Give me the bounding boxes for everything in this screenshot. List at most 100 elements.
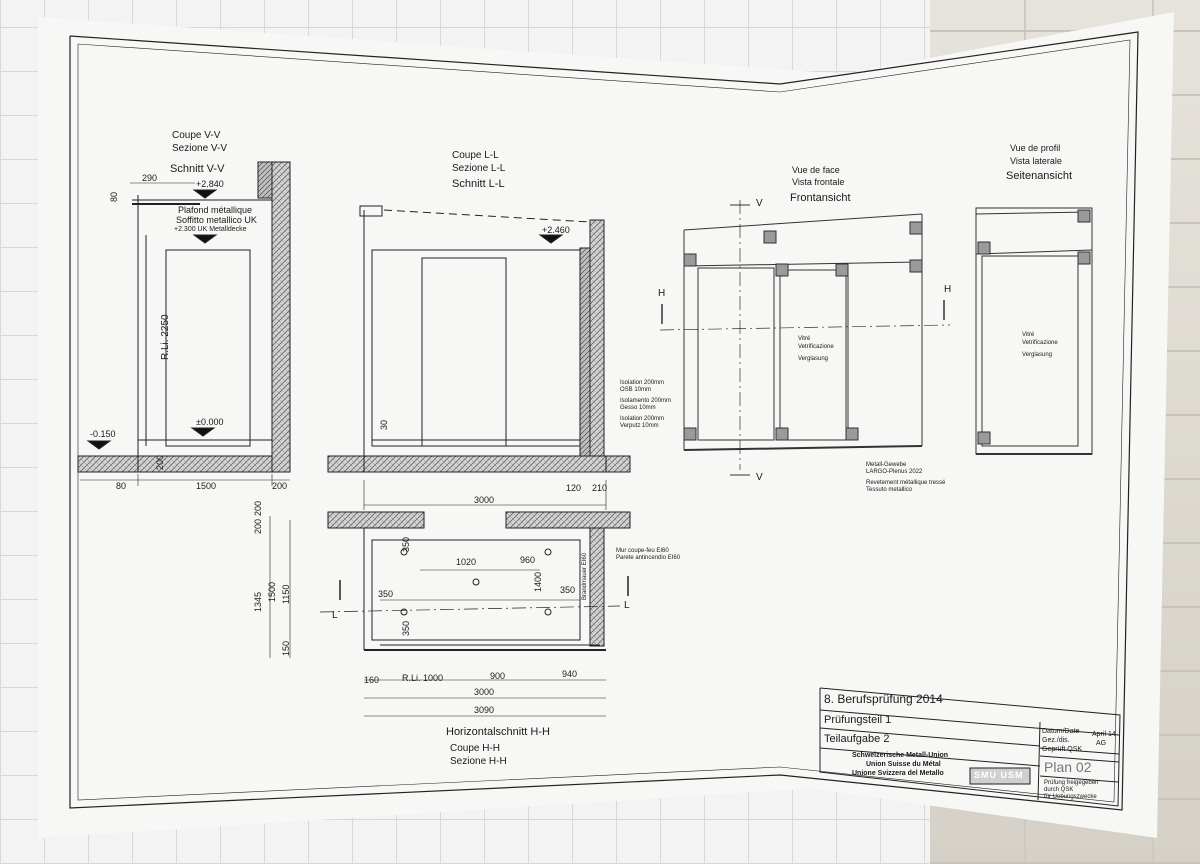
dim-hh-rli: R.Li. 1000 <box>402 673 444 683</box>
plan-number: Plan 02 <box>1044 759 1092 775</box>
org-name-de: Schweizerische Metall-Union <box>852 752 949 759</box>
insulation-it-2: Gesso 10mm <box>620 405 656 411</box>
dim-hh-900: 900 <box>490 671 506 681</box>
dim-ll-210: 210 <box>592 483 608 493</box>
dim-ll-120: 120 <box>566 483 582 493</box>
dim-hh-350-d: 350 <box>401 620 411 636</box>
dim-hh-940: 940 <box>562 669 578 679</box>
plan-hh-title-it: Sezione H-H <box>450 756 507 767</box>
section-ll-title-it: Sezione L-L <box>452 163 506 174</box>
mesh-label-de: Metall-Gewebe <box>866 462 907 468</box>
exam-title: 8. Berufsprüfung 2014 <box>824 692 943 706</box>
plan-hh-title-de: Horizontalschnitt H-H <box>446 726 550 738</box>
firewall-label-fr: Mur coupe-feu EI60 <box>616 548 669 554</box>
ceiling-label-de: +2.300 UK Metalldecke <box>174 226 247 233</box>
clear-height-label: R.Li. 2250 <box>160 314 171 360</box>
side-view-title-de: Seitenansicht <box>1006 170 1073 182</box>
release-line-1: Prüfung freigegeben <box>1044 780 1099 786</box>
dim-80-top: 80 <box>109 191 119 202</box>
sheet-border <box>69 31 1139 811</box>
front-view-title-it: Vista frontale <box>792 177 845 187</box>
dim-30: 30 <box>379 419 389 430</box>
dim-hh-3090: 3090 <box>474 705 495 715</box>
section-vv-drawing <box>77 161 291 486</box>
dim-hh-150: 150 <box>281 640 291 656</box>
release-line-3: für Uebungszwecke <box>1044 794 1097 800</box>
dim-200: 200 <box>272 481 288 491</box>
dim-hh-160: 160 <box>364 675 380 685</box>
side-view-title-fr: Vue de profil <box>1010 143 1061 153</box>
dim-hh-960: 960 <box>520 555 536 565</box>
front-view-title-de: Frontansicht <box>790 192 851 204</box>
ceiling-label-fr: Plafond métallique <box>178 205 253 215</box>
front-glass-fr: Vitré <box>798 336 811 342</box>
side-glass-de: Verglasung <box>1022 352 1053 358</box>
dim-hh-1500: 1500 <box>267 581 277 602</box>
side-view-drawing <box>975 207 1093 455</box>
drawn-by-value: AG <box>1096 740 1107 747</box>
insulation-de-2: Verputz 10mm <box>620 423 659 429</box>
dim-hh-1020: 1020 <box>456 557 477 567</box>
release-line-2: durch QSK <box>1044 787 1074 793</box>
section-vv-title-it: Sezione V-V <box>172 143 228 154</box>
insulation-fr-2: OSB 10mm <box>620 387 652 393</box>
section-marker-v-bottom: V <box>756 472 763 483</box>
firewall-label-vertical: Brandmauer EI60 <box>582 552 588 600</box>
drawing-sheet <box>38 12 1174 838</box>
title-block-frame <box>819 687 1121 807</box>
insulation-it: Isolamento 200mm <box>620 398 672 404</box>
org-name-it: Unione Svizzera del Metallo <box>852 770 944 777</box>
date-value: April 14 <box>1092 731 1116 738</box>
org-name-fr: Union Suisse du Métal <box>866 761 941 768</box>
insulation-fr: Isolation 200mm <box>620 380 665 386</box>
section-ll-title-fr: Coupe L-L <box>452 150 499 161</box>
mesh-label-fr: Revetement métallique tressé <box>866 480 946 486</box>
section-marker-v-top: V <box>756 198 763 209</box>
plan-hh-title-fr: Coupe H-H <box>450 743 501 754</box>
dim-hh-1345: 1345 <box>253 591 263 612</box>
dim-hh-200-a: 200 <box>253 518 263 534</box>
exam-part: Prüfungsteil 1 <box>824 714 892 726</box>
dim-hh-350-c: 350 <box>560 585 576 595</box>
checked-by: Geprüft QSK <box>1042 746 1083 753</box>
dim-hh-1400: 1400 <box>533 571 543 592</box>
dim-hh-3000: 3000 <box>474 687 495 697</box>
org-logo: SMU USM <box>974 770 1024 780</box>
dim-1500: 1500 <box>196 481 217 491</box>
exam-task: Teilaufgabe 2 <box>824 733 890 745</box>
dim-hh-1150: 1150 <box>281 584 291 604</box>
date-label: Datum/Date <box>1042 728 1080 735</box>
dim-200-vertical: 200 <box>155 454 165 470</box>
front-view-drawing <box>659 200 951 476</box>
firewall-label-it: Parete antincendio EI60 <box>616 555 681 561</box>
section-marker-h-right: H <box>944 284 952 295</box>
section-ll-title-de: Schnitt L-L <box>452 178 505 190</box>
front-glass-de: Verglasung <box>798 356 829 362</box>
insulation-de: Isolation 200mm <box>620 416 665 422</box>
section-marker-h-left: H <box>658 288 666 299</box>
plan-marker-l-right: L <box>624 600 630 611</box>
mesh-label-it: Tessuto metallico <box>866 487 913 493</box>
elevation-top: +2.840 <box>196 179 224 189</box>
front-view-title-fr: Vue de face <box>792 165 840 175</box>
dim-80: 80 <box>116 481 127 491</box>
dim-ll-3000: 3000 <box>474 495 495 505</box>
elevation-ll-top: +2.460 <box>542 225 570 235</box>
mesh-label-brand: LARGO-Plenus 2022 <box>866 469 923 475</box>
ceiling-label-it: Soffitto metallico UK <box>176 215 257 225</box>
dim-hh-200-b: 200 <box>253 500 263 516</box>
section-ll-drawing <box>327 205 631 510</box>
plan-hh-drawing <box>269 511 631 717</box>
section-vv-title-de: Schnitt V-V <box>170 163 225 175</box>
side-glass-it: Vetrificazione <box>1022 340 1058 346</box>
drawn-by-label: Gez./dis. <box>1042 737 1070 744</box>
plan-marker-l-left: L <box>332 610 338 621</box>
front-glass-it: Vetrificazione <box>798 344 834 350</box>
elevation-neg: -0.150 <box>90 429 116 439</box>
side-glass-fr: Vitré <box>1022 332 1035 338</box>
section-vv-title-fr: Coupe V-V <box>172 130 221 141</box>
dim-290: 290 <box>142 173 158 183</box>
dim-hh-350-a: 350 <box>401 536 411 552</box>
elevation-zero: ±0.000 <box>196 417 224 427</box>
